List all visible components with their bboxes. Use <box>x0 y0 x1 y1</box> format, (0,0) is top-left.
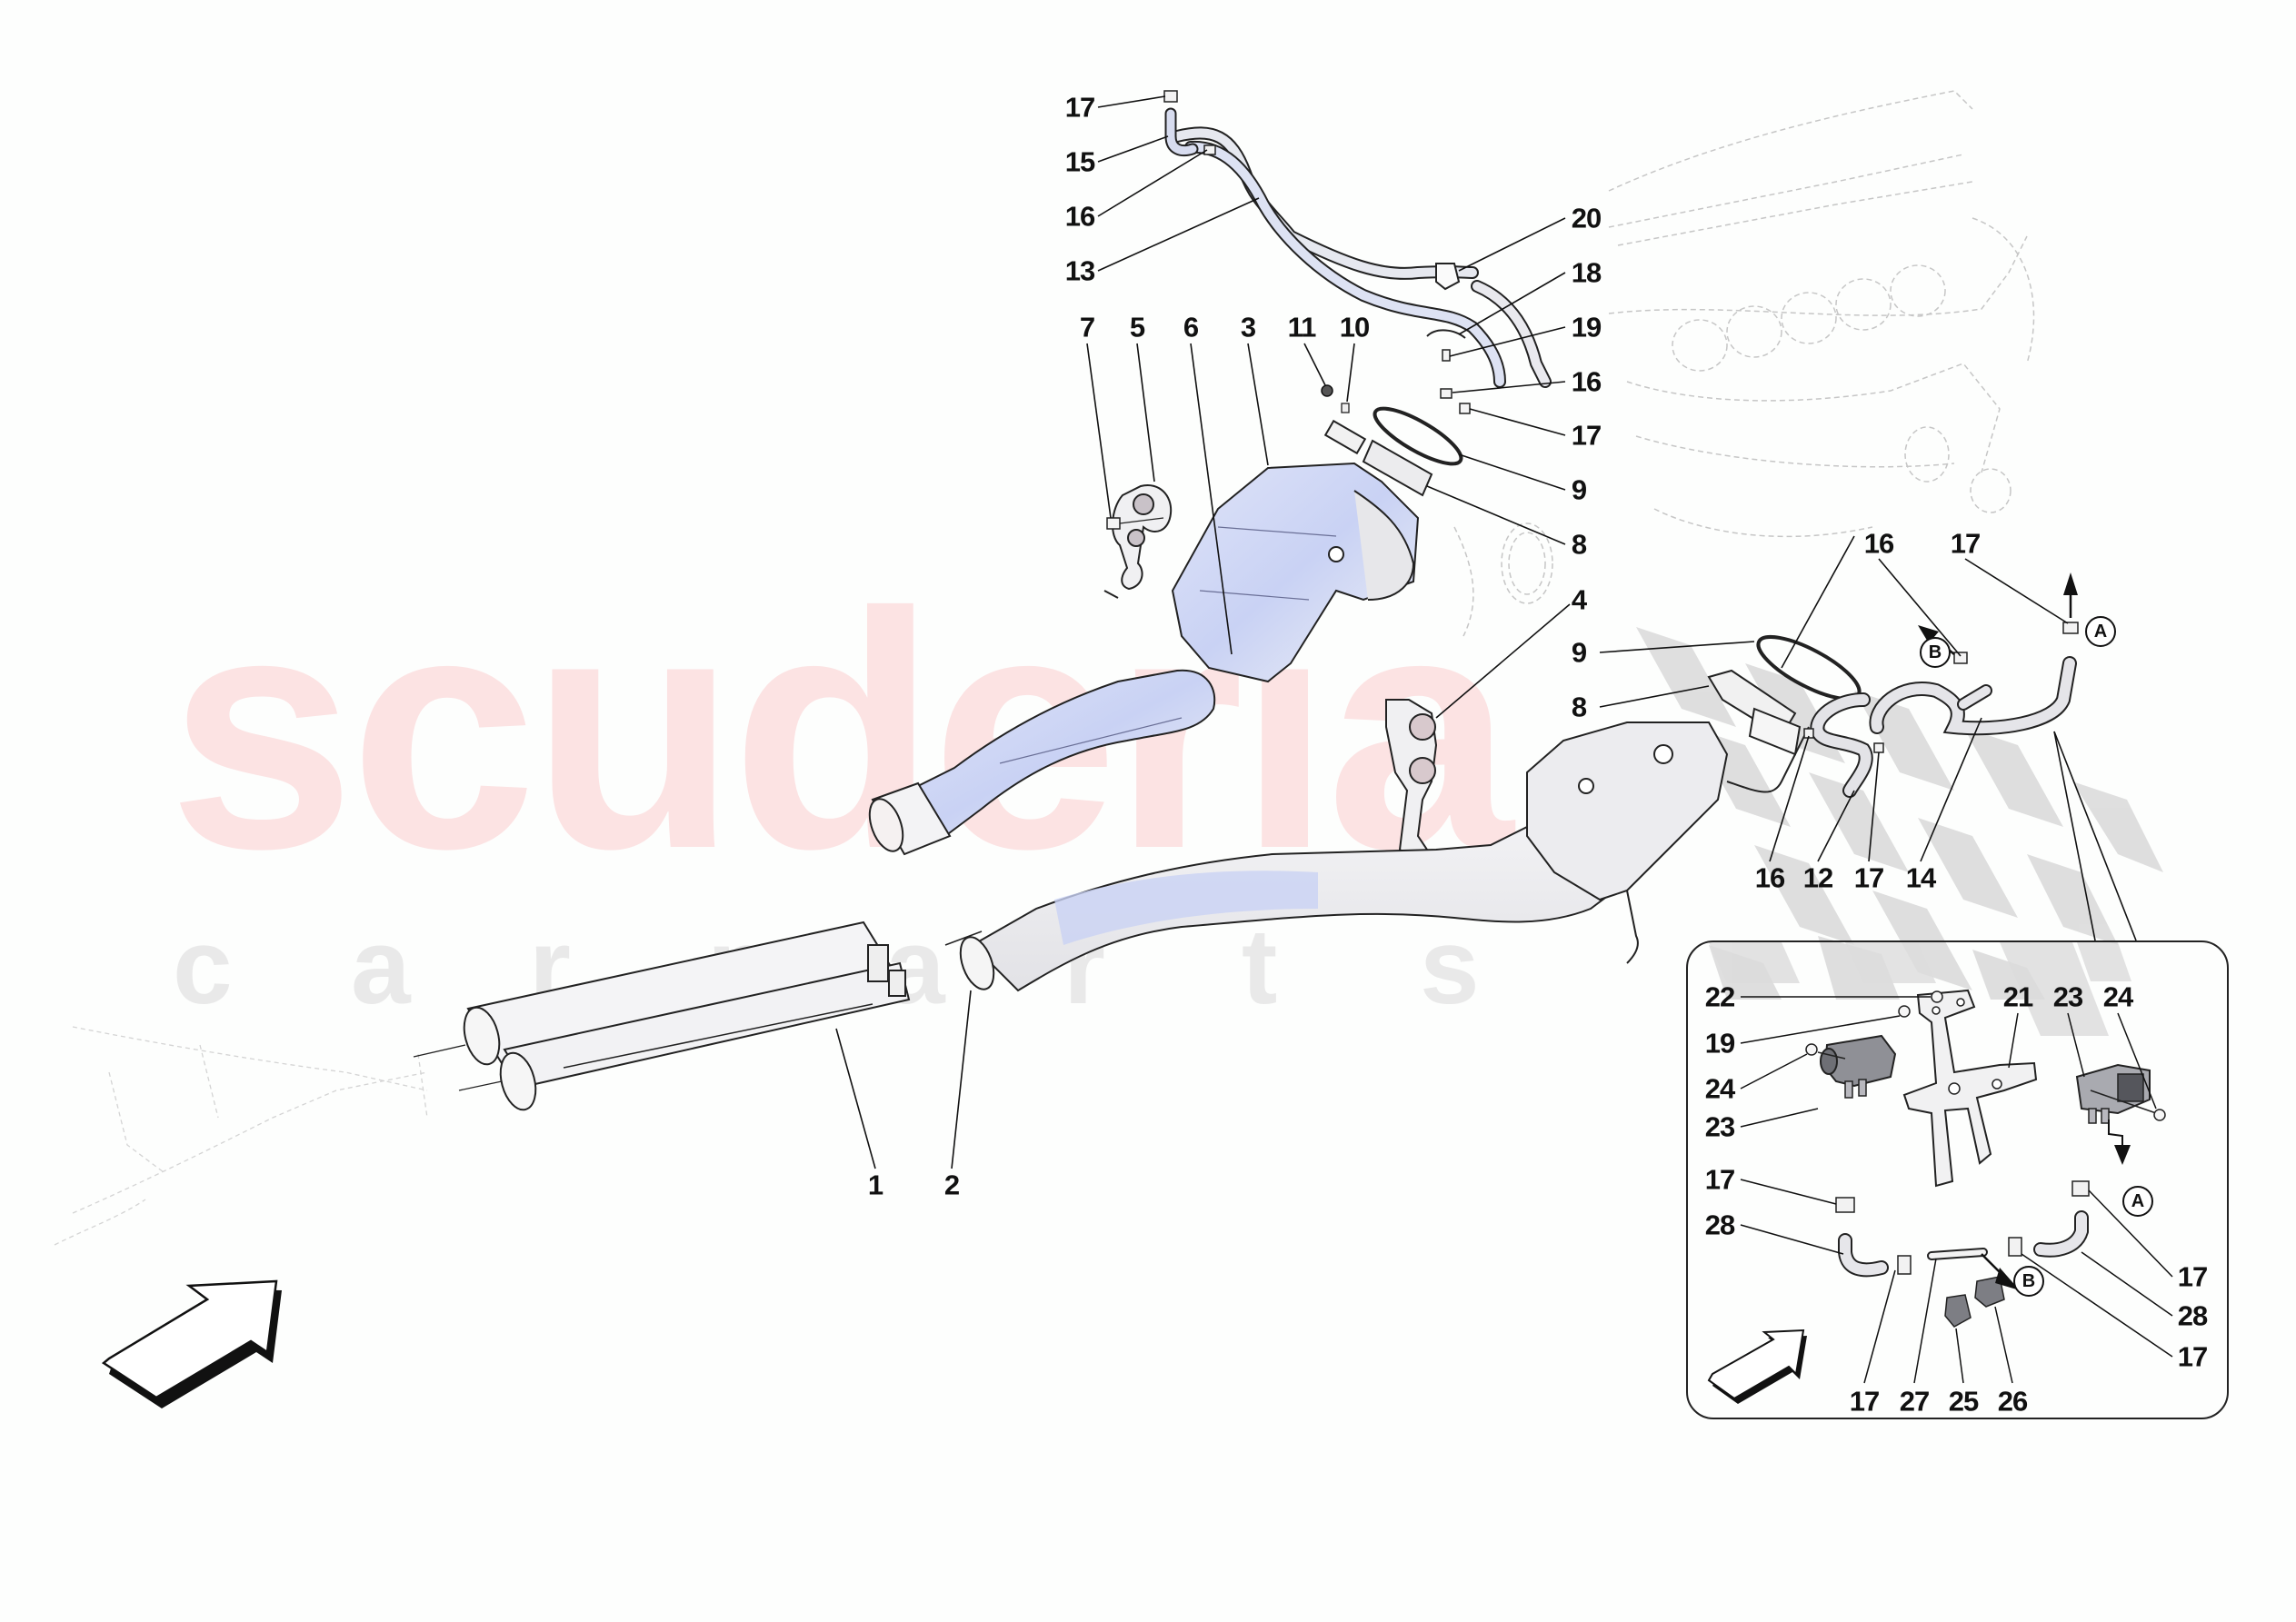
part-label-17: 17 <box>1064 91 1095 124</box>
bolts-19-22-24 <box>1805 990 2166 1121</box>
inset-label-23: 23 <box>2052 980 2083 1013</box>
part-label-17: 17 <box>1950 527 1981 560</box>
hose-15-elbow <box>1163 90 1471 414</box>
part-label-1: 1 <box>867 1169 883 1201</box>
clamp-17b <box>1459 403 1471 414</box>
part-label-12: 12 <box>1802 861 1833 894</box>
watermark-letter: s <box>1420 907 1480 1027</box>
part-label-19: 19 <box>1571 311 1602 343</box>
sensor-23-right <box>2075 1063 2151 1124</box>
nut-7 <box>1106 517 1121 530</box>
inset-leader-lines <box>1740 996 2173 1384</box>
part-label-15: 15 <box>1064 145 1095 178</box>
watermark-letter: a <box>351 907 411 1027</box>
bracket-20 <box>1435 263 1461 291</box>
hoses-28 <box>1838 1210 2089 1278</box>
orientation-arrow-icon <box>101 1279 282 1408</box>
part-label-9: 9 <box>1571 473 1587 506</box>
detail-inset-frame <box>1686 940 2229 1419</box>
part-label-6: 6 <box>1183 311 1199 343</box>
inset-label-27: 27 <box>1899 1385 1930 1418</box>
clip-18 <box>1426 329 1466 339</box>
part-label-10: 10 <box>1339 311 1370 343</box>
bracket-4 <box>1385 699 1438 861</box>
part-label-2: 2 <box>943 1169 960 1201</box>
inset-label-28: 28 <box>1704 1209 1735 1241</box>
clamp-ring-8-top <box>1323 419 1433 497</box>
clamp-16b <box>1440 388 1452 399</box>
part-label-8: 8 <box>1571 691 1587 723</box>
part-label-18: 18 <box>1571 256 1602 289</box>
hose-clamps-right <box>1803 622 2079 753</box>
exhaust-pipe-upper <box>868 669 1216 856</box>
part-label-16: 16 <box>1064 200 1095 233</box>
inset-label-21: 21 <box>2002 980 2033 1013</box>
clamps-17-inset <box>1835 1180 2090 1275</box>
inset-label-22: 22 <box>1704 980 1735 1013</box>
callout-A: A <box>2085 616 2116 647</box>
hose-12-14 <box>1810 656 2077 798</box>
part-label-17: 17 <box>1853 861 1884 894</box>
leader-lines <box>835 95 2137 1169</box>
part-label-16: 16 <box>1863 527 1894 560</box>
clamp-ring-8-lower <box>1707 669 1802 756</box>
inset-label-26: 26 <box>1997 1385 2028 1418</box>
inset-callout-A: A <box>2122 1186 2153 1217</box>
watermark-letter: c <box>173 907 233 1027</box>
inset-label-24: 24 <box>2102 980 2133 1013</box>
part-label-16: 16 <box>1571 365 1602 398</box>
part-label-3: 3 <box>1240 311 1256 343</box>
part-label-20: 20 <box>1571 202 1602 234</box>
part-label-7: 7 <box>1079 311 1095 343</box>
part-label-17: 17 <box>1571 419 1602 452</box>
part-label-8: 8 <box>1571 528 1587 561</box>
inset-label-17: 17 <box>1704 1163 1735 1196</box>
silencer-1 <box>413 920 911 1111</box>
part-label-14: 14 <box>1905 861 1936 894</box>
inset-label-28: 28 <box>2177 1299 2208 1332</box>
inset-checker <box>1709 942 2131 1036</box>
screw-19 <box>1442 349 1451 362</box>
inset-label-24: 24 <box>1704 1072 1735 1105</box>
hose-13 <box>1171 126 1552 388</box>
seal-ring-9-top <box>1373 406 1463 466</box>
sensor-23-left <box>1820 1034 1897 1099</box>
inset-label-23: 23 <box>1704 1110 1735 1143</box>
exhaust-pipe-lower <box>944 780 1656 992</box>
inset-callout-B: B <box>2013 1266 2044 1297</box>
nut-11-washer-10 <box>1321 384 1350 413</box>
part-label-11: 11 <box>1287 311 1317 343</box>
inset-parts <box>1707 942 2173 1404</box>
catalytic-converter-3 <box>1171 462 1420 683</box>
inset-label-17: 17 <box>1849 1385 1880 1418</box>
part-label-13: 13 <box>1064 254 1095 287</box>
part-label-9: 9 <box>1571 636 1587 669</box>
inset-label-17: 17 <box>2177 1260 2208 1293</box>
inset-label-17: 17 <box>2177 1340 2208 1373</box>
catalytic-converter-lower <box>1526 721 1810 964</box>
part-label-4: 4 <box>1571 583 1587 616</box>
clips-25-26 <box>1944 1276 2005 1328</box>
clamp-17 <box>1163 90 1178 103</box>
part-label-5: 5 <box>1129 311 1145 343</box>
part-label-16: 16 <box>1754 861 1785 894</box>
watermark-letter: t <box>1242 907 1278 1027</box>
chassis-outline-sketch <box>54 1026 428 1246</box>
callout-B: B <box>1920 637 1951 668</box>
engine-outline-sketch <box>1453 90 2035 637</box>
inset-label-19: 19 <box>1704 1027 1735 1060</box>
bracket-5 <box>1103 484 1173 599</box>
inset-orientation-arrow-icon <box>1707 1328 1807 1404</box>
inset-label-25: 25 <box>1948 1385 1979 1418</box>
bracket-21 <box>1902 989 2038 1188</box>
clamp-16 <box>1203 144 1216 155</box>
